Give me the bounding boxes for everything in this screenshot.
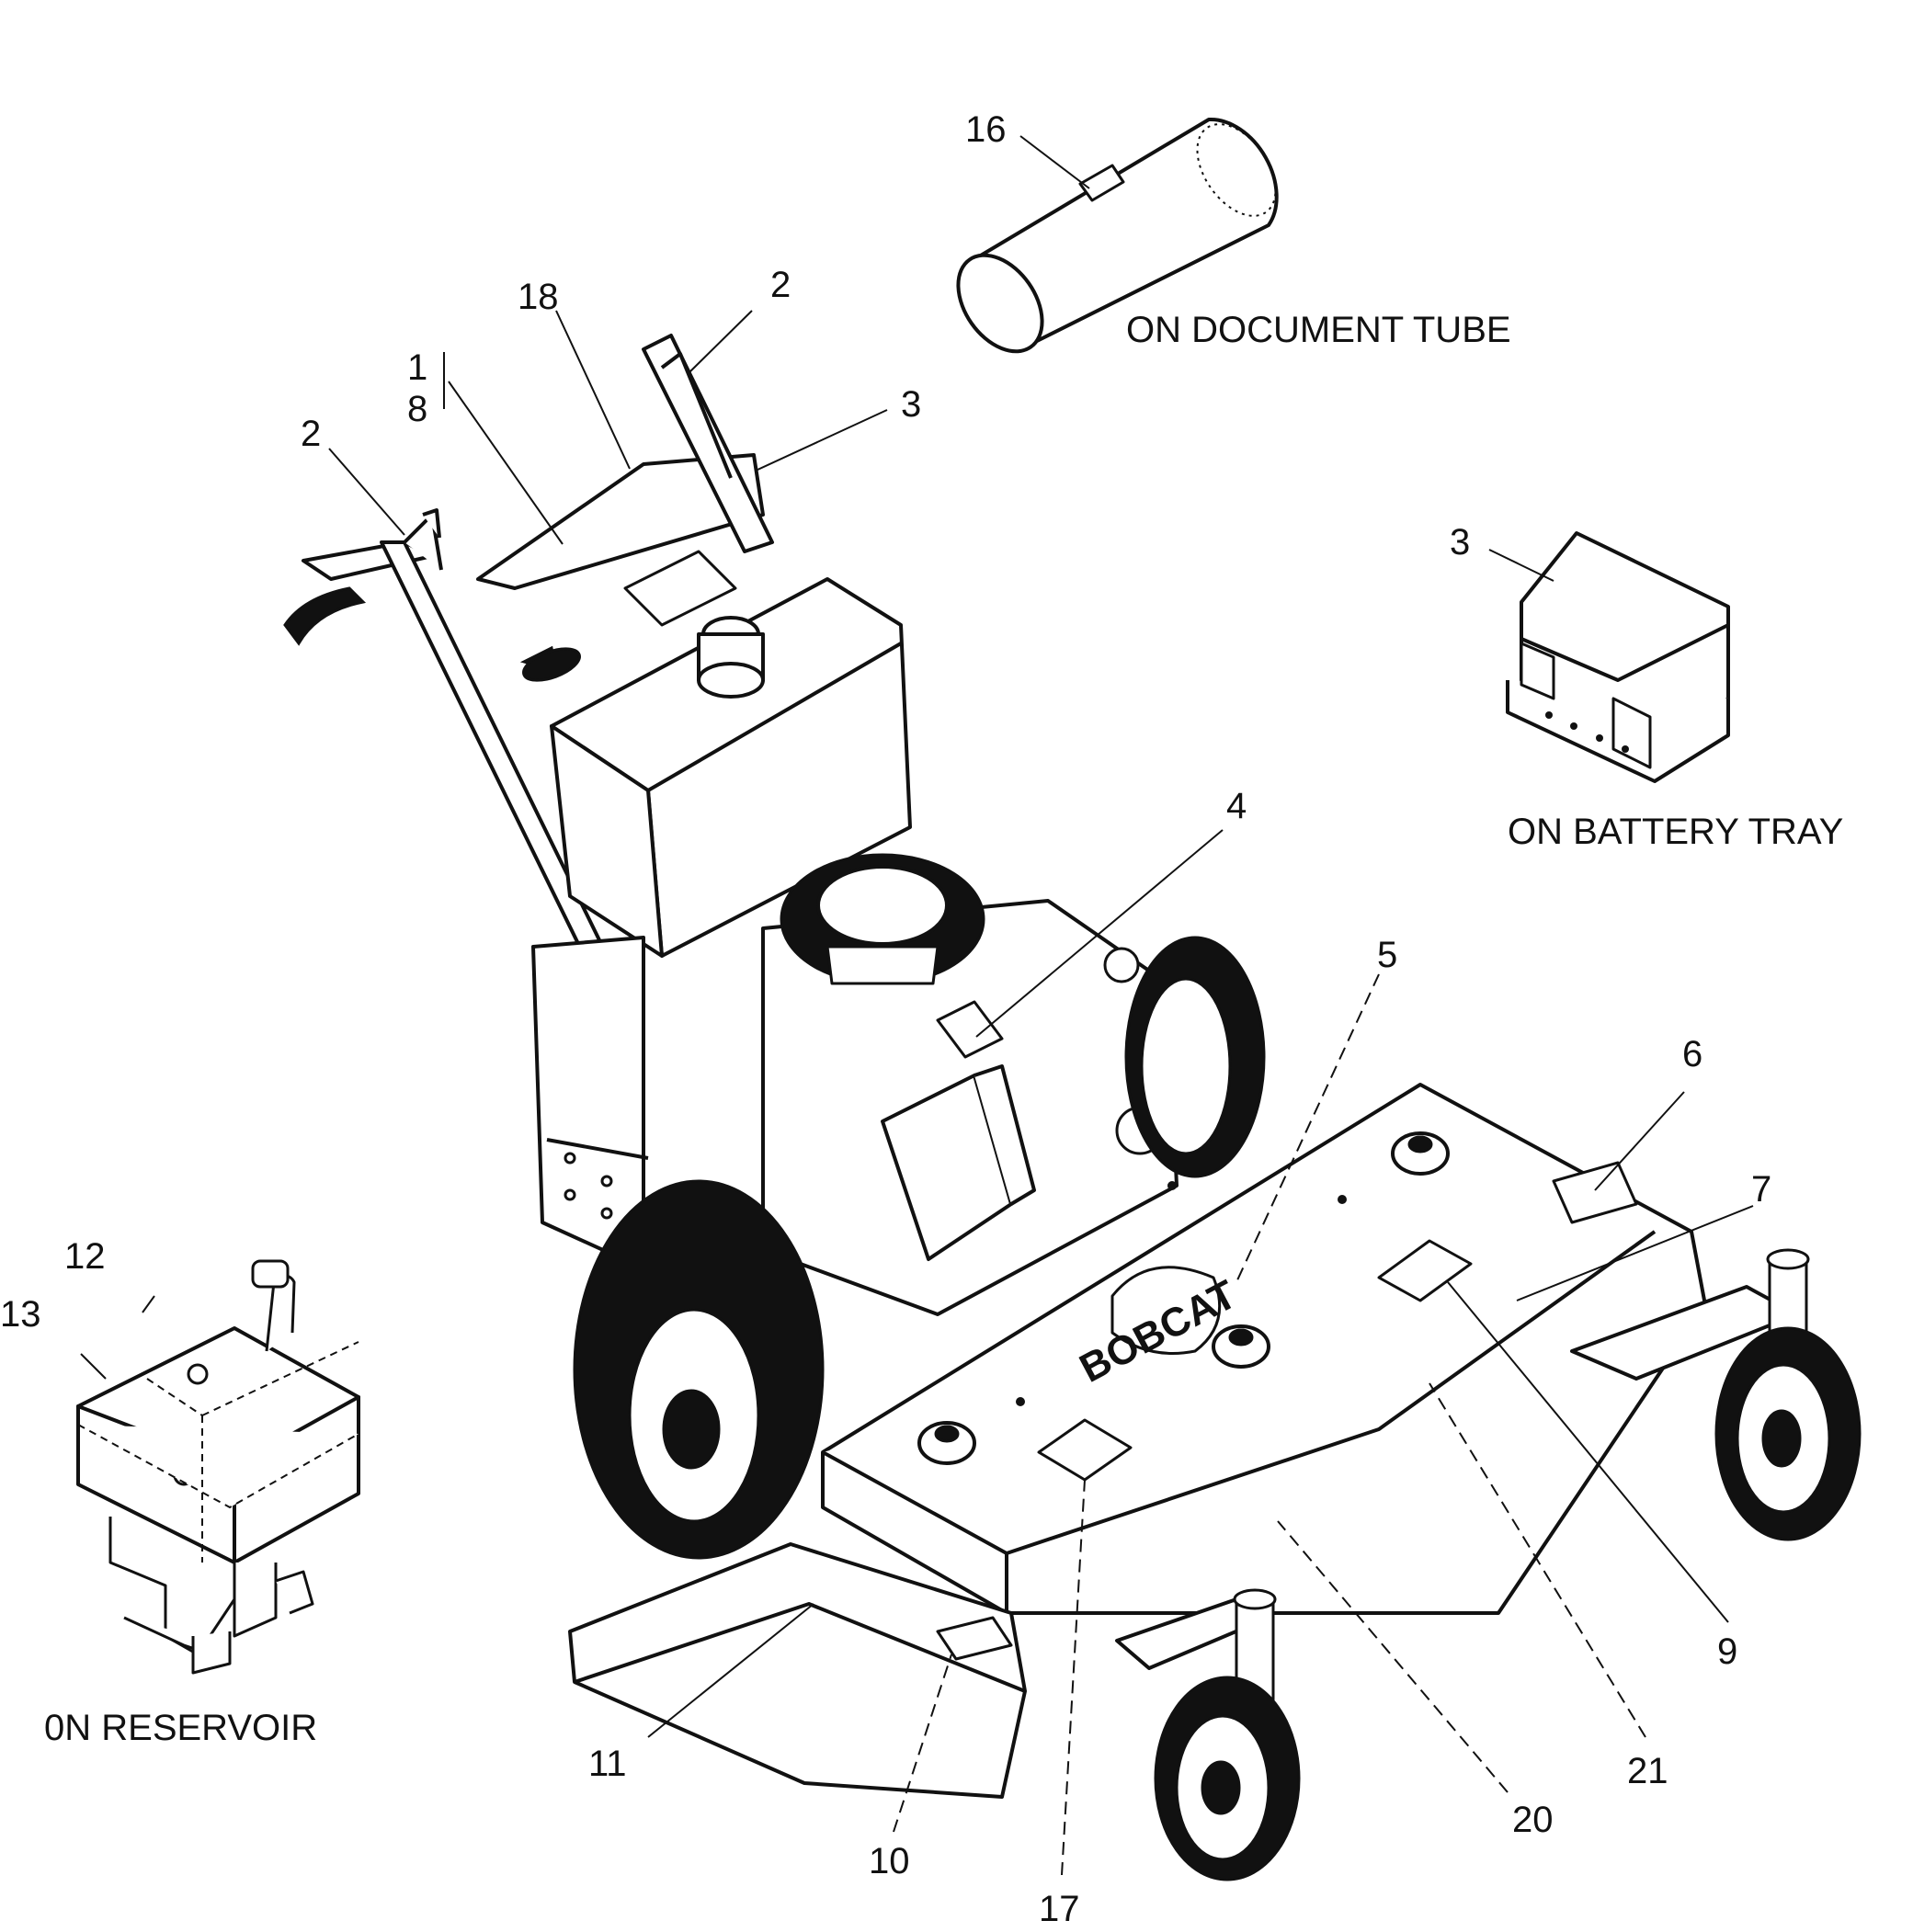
leader-3-console [755,409,888,472]
callout-2-left: 2 [301,414,321,454]
caption-reservoir: 0N RESERVOIR [44,1708,317,1748]
decal-6 [1552,1161,1638,1224]
decal-17 [1037,1418,1133,1482]
hydraulic-reservoir [76,1259,360,1675]
callout-18: 18 [518,277,559,317]
callout-7: 7 [1751,1169,1771,1210]
leader-11 [647,1603,814,1738]
leader-21 [1429,1382,1646,1738]
battery-tray [1506,531,1730,783]
leader-7 [1516,1205,1754,1301]
callout-11: 11 [588,1744,627,1784]
decal-16 [1078,164,1125,202]
leader-10 [893,1654,952,1833]
callout-13: 13 [0,1294,41,1335]
callout-6: 6 [1682,1034,1702,1074]
callout-5: 5 [1377,935,1397,975]
decal-10 [936,1616,1013,1661]
leader-5 [1235,973,1380,1283]
leader-9 [1447,1281,1729,1623]
callout-1: 1 [407,347,427,388]
document-tube [956,117,1279,354]
caster-wheel-left [1115,1588,1301,1881]
callout-12: 12 [64,1236,106,1277]
caption-document-tube: ON DOCUMENT TUBE [1126,310,1511,350]
callout-4: 4 [1226,786,1247,826]
leader-13 [80,1353,107,1380]
callout-21: 21 [1627,1751,1668,1791]
caption-battery-tray: ON BATTERY TRAY [1508,812,1843,852]
leader-2-left [328,448,405,536]
callout-17: 17 [1039,1889,1080,1927]
leader-lines [80,135,1754,1876]
decal-4 [936,1000,1004,1059]
callout-3-tray: 3 [1450,522,1470,563]
leader-6 [1594,1091,1685,1191]
callout-8: 8 [407,389,427,429]
leader-18 [555,310,631,470]
mower-illustration: BOBCAT [283,334,1862,1881]
leader-17 [1061,1479,1086,1876]
callout-10: 10 [869,1841,910,1881]
callout-numbers: 16 2 18 1 8 2 3 3 4 5 6 7 12 13 9 11 21 … [0,109,1771,1929]
callout-20: 20 [1512,1800,1554,1840]
callout-16: 16 [965,109,1007,150]
caster-wheel-right [1570,1248,1862,1541]
leader-12 [142,1295,155,1313]
captions: ON DOCUMENT TUBE ON BATTERY TRAY 0N RESE… [44,310,1843,1748]
callout-3-console: 3 [901,384,921,425]
leader-1-8 [448,381,564,545]
callout-9: 9 [1717,1631,1737,1672]
leader-4 [975,829,1224,1038]
callout-2-right: 2 [770,265,791,305]
decal-9 [1377,1239,1473,1302]
leader-3-tray [1488,549,1554,582]
leader-16 [1019,135,1090,189]
leader-2-right [689,310,753,373]
